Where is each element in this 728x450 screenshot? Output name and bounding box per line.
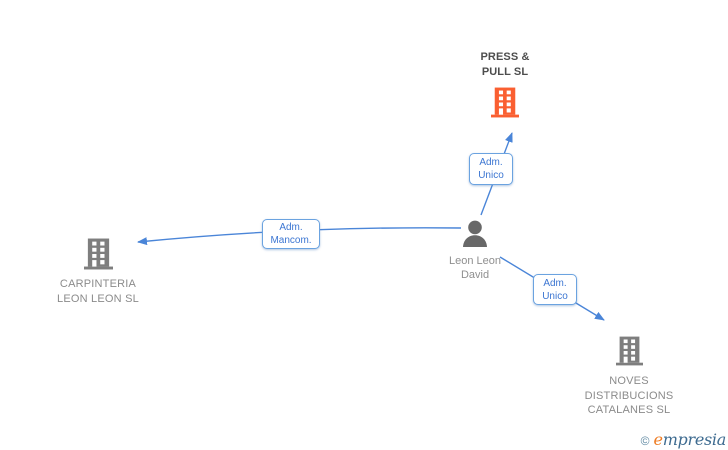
node-carpinteria-leon-leon-sl[interactable]: CARPINTERIA LEON LEON SL [38,238,158,306]
edge-label-adm-mancom: Adm. Mancom. [262,219,320,249]
node-label: PRESS & PULL SL [480,51,530,78]
building-icon [83,238,113,270]
brand-text: empresia [653,430,727,449]
building-icon [491,87,519,118]
edge-label-adm-unico-top: Adm. Unico [469,153,513,185]
copyright-icon: © [640,434,650,448]
node-noves-distribucions-catalanes-sl[interactable]: NOVES DISTRIBUCIONS CATALANES SL [559,335,699,418]
node-leon-leon-david[interactable]: Leon Leon David [425,220,525,282]
node-label: Leon Leon David [449,255,501,281]
node-label: NOVES DISTRIBUCIONS CATALANES SL [584,375,674,416]
empresia-logo[interactable]: © empresia [640,430,727,449]
node-label: CARPINTERIA LEON LEON SL [57,278,139,305]
edge-label-adm-unico-bottom: Adm. Unico [533,274,577,305]
person-icon [463,220,487,247]
node-press-pull-sl[interactable]: PRESS & PULL SL [445,50,565,118]
building-icon [615,336,643,366]
